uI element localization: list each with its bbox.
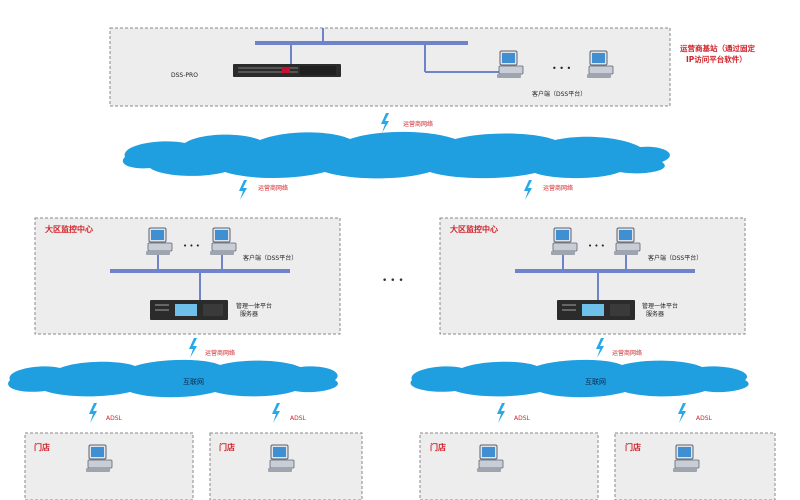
region-right-downlink-label: 运营商网络 xyxy=(612,349,642,357)
carrier-ellipsis: • • • xyxy=(552,64,571,73)
store-2-title: 门店 xyxy=(219,442,235,452)
region-left-ellipsis: • • • xyxy=(183,242,200,250)
lightning-bolt-icon xyxy=(239,180,247,200)
store-box-3: 门店 xyxy=(419,432,599,500)
lightning-bolt-icon xyxy=(89,403,97,423)
carrier-title-line1: 运营商基站（通过固定 xyxy=(680,43,755,53)
lightning-bolt-icon xyxy=(596,338,604,358)
region-right-ellipsis: • • • xyxy=(588,242,605,250)
internet-cloud-left xyxy=(8,359,338,398)
store-2-link-label: ADSL xyxy=(290,415,307,422)
region-right-platform-server xyxy=(557,300,635,320)
dss-pro-label: DSS-PRO xyxy=(171,72,198,79)
carrier-clients-label: 客户端（DSS平台） xyxy=(532,90,586,98)
carrier-link-label: 运营商网络 xyxy=(403,120,433,128)
store-4-link-label: ADSL xyxy=(696,415,713,422)
region-left-server-label-2: 服务器 xyxy=(240,310,258,318)
store-3-title: 门店 xyxy=(430,442,446,452)
internet-cloud-right xyxy=(410,359,749,398)
lightning-bolt-icon xyxy=(189,338,197,358)
region-left-server-label-1: 管理一体平台 xyxy=(236,302,272,310)
store-box-1: 门店 xyxy=(24,432,194,500)
store-4-title: 门店 xyxy=(625,442,641,452)
store-box-4: 门店 xyxy=(614,432,776,500)
store-box-2: 门店 xyxy=(209,432,363,500)
middle-ellipsis: • • • xyxy=(382,276,404,286)
carrier-network-cloud xyxy=(122,131,670,179)
region-left-uplink-label: 运营商网络 xyxy=(258,184,288,192)
carrier-station-box: DSS-PRO • • • 客户端（DSS平台） 运营商基站（通过固定 IP访问… xyxy=(109,27,755,107)
internet-right-label: 互联网 xyxy=(585,377,606,386)
lightning-bolt-icon xyxy=(678,403,686,423)
region-right-clients-label: 客户端（DSS平台） xyxy=(648,254,702,262)
region-right-server-label-2: 服务器 xyxy=(646,310,664,318)
carrier-title-line2: IP访问平台软件） xyxy=(686,54,747,64)
region-left-clients-label: 客户端（DSS平台） xyxy=(243,254,297,262)
region-left-box: 大区监控中心 • • • 客户端（DSS平台） 管理一体平台 服务器 xyxy=(34,217,341,335)
region-right-box: 大区监控中心 • • • 客户端（DSS平台） 管理一体平台 服务器 xyxy=(439,217,746,335)
store-3-link-label: ADSL xyxy=(514,415,531,422)
region-right-server-label-1: 管理一体平台 xyxy=(642,302,678,310)
region-right-uplink-label: 运营商网络 xyxy=(543,184,573,192)
region-left-downlink-label: 运营商网络 xyxy=(205,349,235,357)
region-left-platform-server xyxy=(150,300,228,320)
region-right-title: 大区监控中心 xyxy=(450,224,498,234)
internet-left-label: 互联网 xyxy=(183,377,204,386)
region-left-title: 大区监控中心 xyxy=(45,224,93,234)
store-1-title: 门店 xyxy=(34,442,50,452)
lightning-bolt-icon xyxy=(524,180,532,200)
lightning-bolt-icon xyxy=(272,403,280,423)
lightning-bolt-icon xyxy=(497,403,505,423)
store-1-link-label: ADSL xyxy=(106,415,123,422)
dss-pro-server xyxy=(233,64,341,77)
lightning-bolt-icon xyxy=(381,113,389,133)
